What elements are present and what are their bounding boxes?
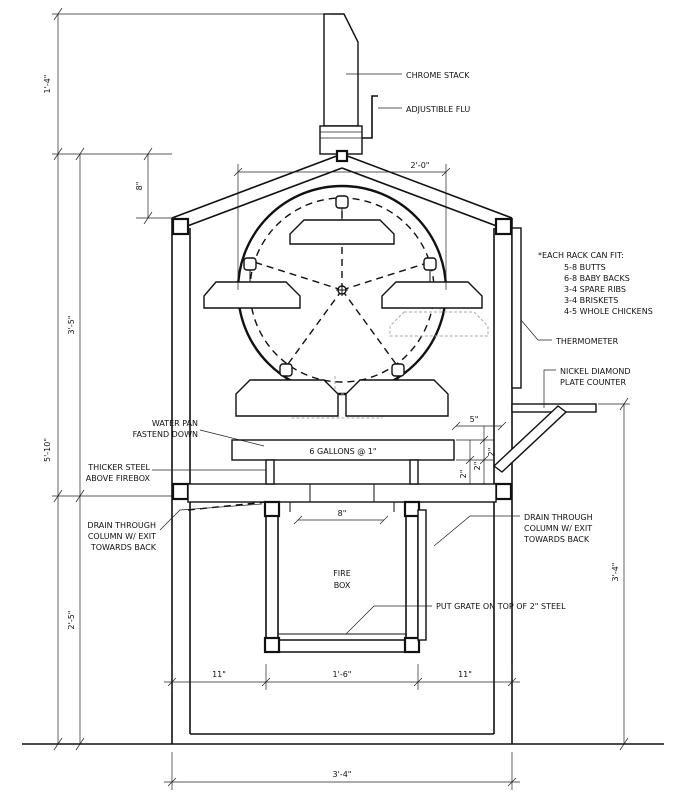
dim-drum-width: 2'-0" [411,161,430,170]
rack-bottom-left [235,363,339,417]
rack-right [381,257,483,309]
dim-pan-gap-2: 2" [473,462,482,471]
drain-right-label-1: DRAIN THROUGH [524,513,593,522]
nickel-diamond-plate-counter [492,403,597,473]
dim-overall-width: 3'-4" [333,770,352,779]
leader-lines [152,73,556,635]
dim-lower-height: 2'-5" [67,611,76,630]
drain-right-label-2: COLUMN W/ EXIT [524,524,592,533]
drain-left-label-2: COLUMN W/ EXIT [88,532,156,541]
dimension-lines [52,7,630,790]
dimension-text: 1'-4" 3'-5" 5'-10" 2'-5" 8" 2'-0" 5" 2" … [43,75,620,779]
grate-note-label: PUT GRATE ON TOP OF 2" STEEL [436,602,566,611]
dim-shelf-offset: 5" [470,415,479,424]
counter-label-1: NICKEL DIAMOND [560,367,631,376]
rack-bottom-right [345,363,449,417]
dim-body-height: 3'-5" [67,316,76,335]
rack-note-item-2: 6-8 BABY BACKS [564,274,630,283]
rack-top [289,195,395,245]
drain-left-label-3: TOWARDS BACK [90,543,157,552]
thicker-steel-label-1: THICKER STEEL [87,463,150,472]
dim-column-gap: 8" [338,509,347,518]
dim-pan-gap-1: 2" [487,448,496,457]
drain-right-label-3: TOWARDS BACK [523,535,590,544]
dim-stack-height: 1'-4" [43,75,52,94]
firebox [263,500,427,654]
water-pan-label-2: FASTEND DOWN [133,430,198,439]
rack-note-item-5: 4-5 WHOLE CHICKENS [564,307,653,316]
dim-pan-gap-3: 2" [459,470,468,479]
dim-counter-height: 3'-4" [611,563,620,582]
adjustable-flu-label: ADJUSTIBLE FLU [406,105,470,114]
water-pan-label-1: WATER PAN [152,419,198,428]
thicker-steel-label-2: ABOVE FIREBOX [86,474,151,483]
chrome-stack-label: CHROME STACK [406,71,470,80]
water-pan [231,439,494,485]
dim-firebox-width: 1'-6" [333,670,352,679]
thermometer [511,227,522,389]
labels: CHROME STACK ADJUSTIBLE FLU *EACH RACK C… [86,71,653,611]
cabinet-body [171,217,513,744]
chrome-stack [319,13,363,155]
adjustable-flu [362,95,378,139]
fire-box-label-2: BOX [334,581,351,590]
rack-note-item-4: 3-4 BRISKETS [564,296,618,305]
rack-note-item-3: 3-4 SPARE RIBS [564,285,626,294]
dim-right-bay: 11" [458,670,472,679]
rack-left [203,257,301,309]
rack-note-title: *EACH RACK CAN FIT: [538,251,624,260]
dim-roof-rise: 8" [135,182,144,191]
thermometer-label: THERMOMETER [555,337,619,346]
rack-note-item-1: 5-8 BUTTS [564,263,606,272]
water-pan-capacity: 6 GALLONS @ 1" [309,447,376,456]
dim-left-bay: 11" [212,670,226,679]
counter-label-2: PLATE COUNTER [560,378,626,387]
roof [171,149,513,229]
fire-box-label-1: FIRE [333,569,351,578]
drain-left-label-1: DRAIN THROUGH [87,521,156,530]
dim-overall-height: 5'-10" [43,438,52,462]
